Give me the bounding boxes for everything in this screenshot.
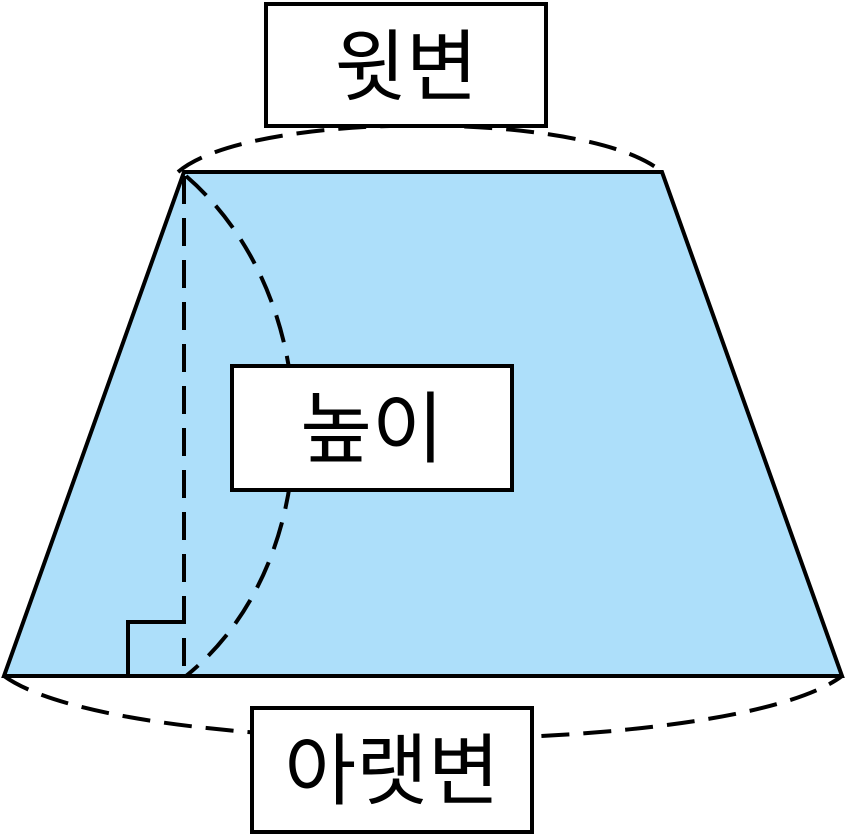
bottom-side-label: 아랫변 [250, 706, 534, 834]
height-label-text: 높이 [300, 385, 444, 475]
height-arc [184, 174, 296, 678]
height-label: 높이 [230, 364, 514, 492]
right-angle-marker [126, 620, 184, 676]
top-side-label-text: 윗변 [334, 23, 478, 113]
top-side-label: 윗변 [264, 2, 548, 128]
bottom-side-label-text: 아랫변 [284, 727, 499, 817]
top-side-arc [176, 123, 664, 174]
